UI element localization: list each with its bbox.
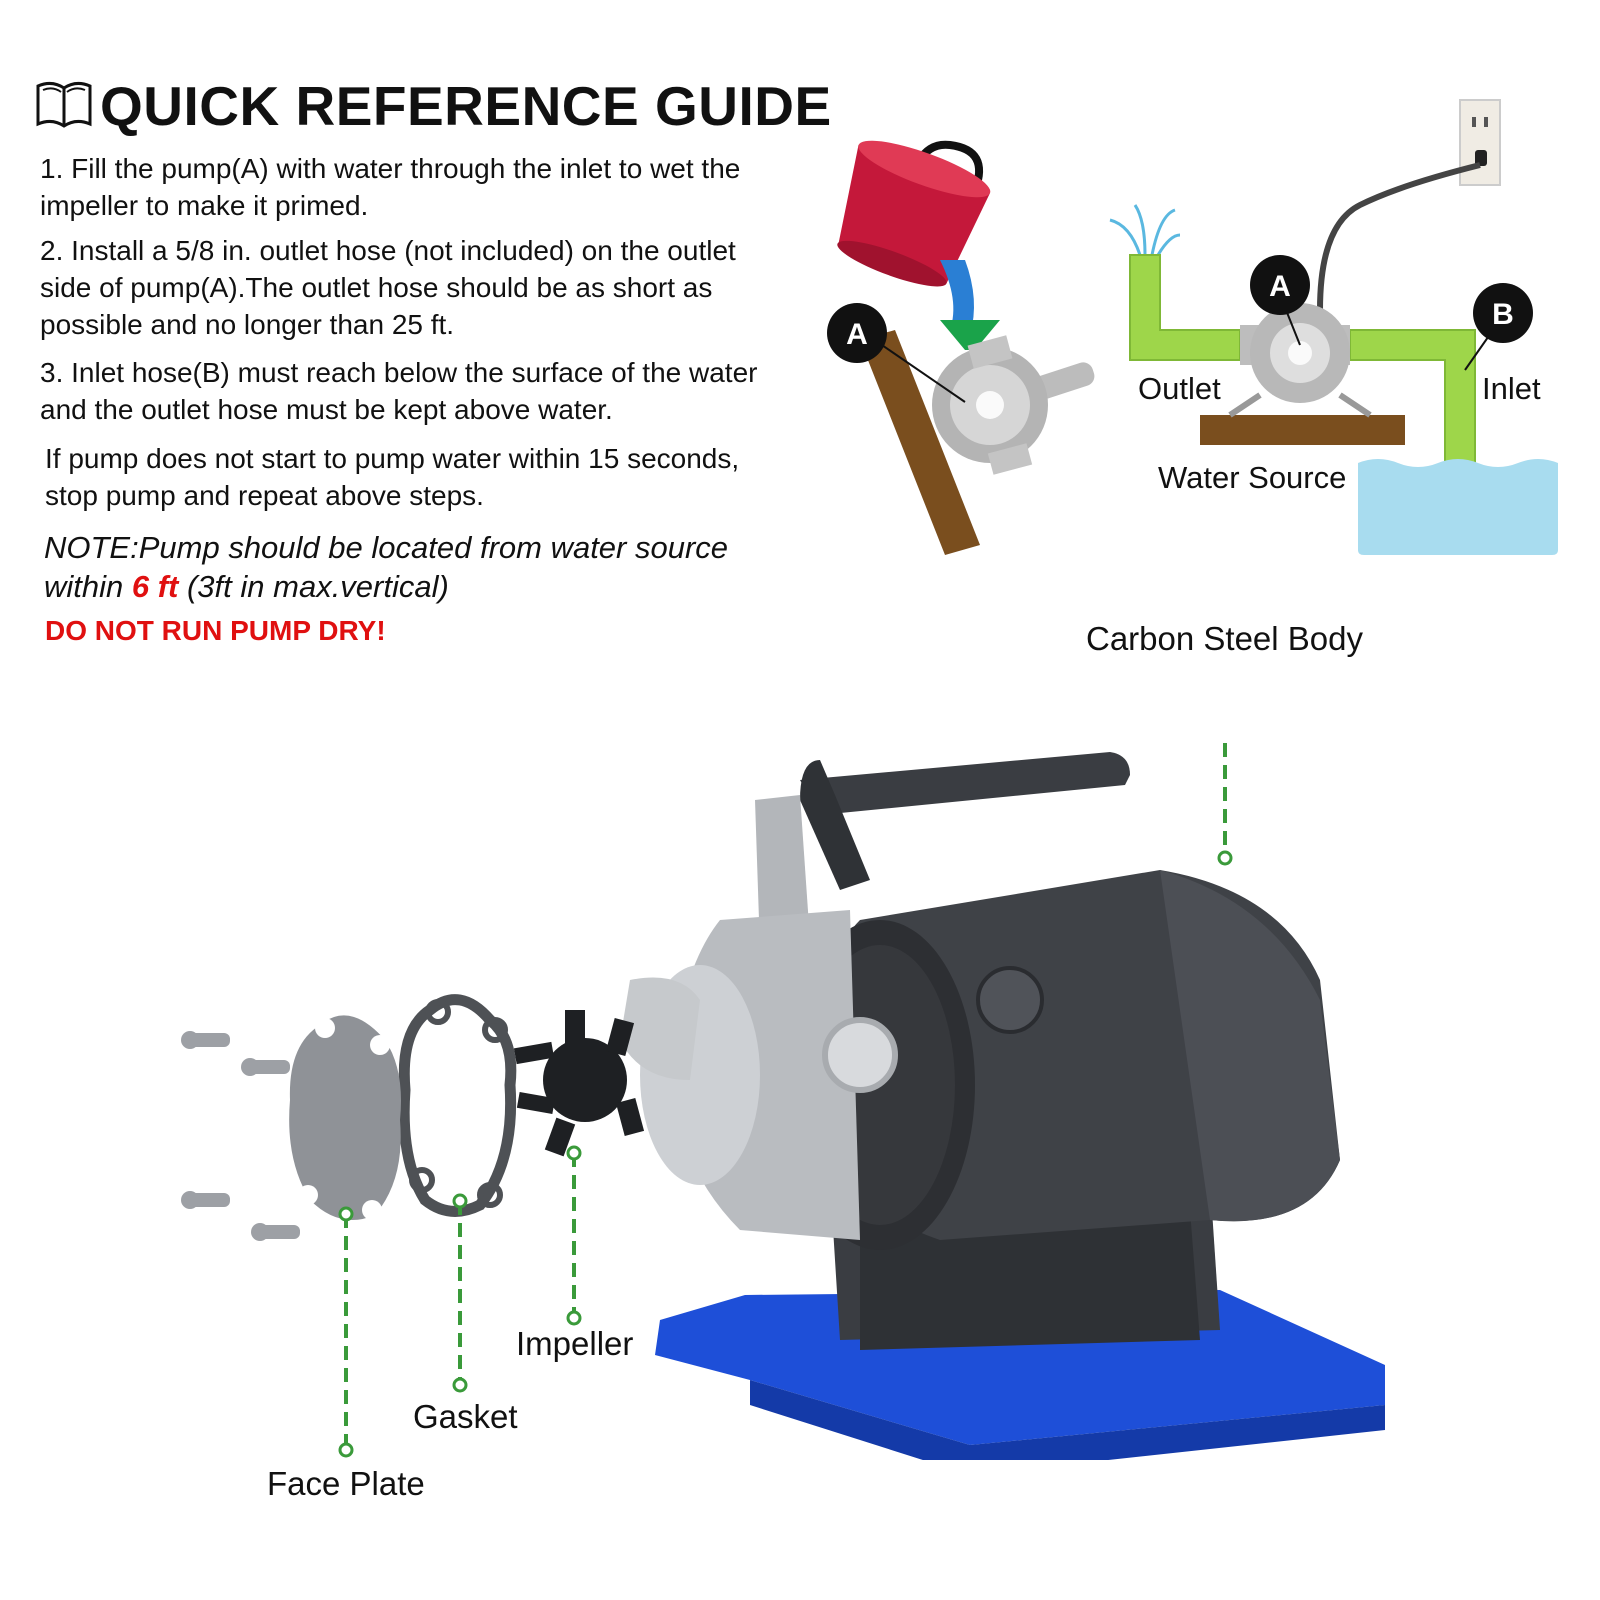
outlet-hose <box>1129 254 1241 361</box>
step-3: 3. Inlet hose(B) must reach below the su… <box>40 354 830 428</box>
mount-board <box>860 330 980 555</box>
power-cord <box>1317 162 1481 311</box>
step-1: 1. Fill the pump(A) with water through t… <box>40 150 820 224</box>
wall-outlet-icon <box>1459 99 1501 186</box>
splash-icon <box>1109 204 1181 256</box>
priming-diagram: A <box>827 140 1095 555</box>
note-line-2: within 6 ft (3ft in max.vertical) <box>44 567 728 606</box>
step-3-line-2: and the outlet hose must be kept above w… <box>40 394 613 425</box>
step-3-line-1: 3. Inlet hose(B) must reach below the su… <box>40 357 758 388</box>
step-2: 2. Install a 5/8 in. outlet hose (not in… <box>40 232 820 343</box>
distance-note: NOTE:Pump should be located from water s… <box>44 528 728 606</box>
face-plate-part <box>289 1015 401 1220</box>
pump-housing <box>620 910 898 1240</box>
leader-endpoints <box>338 850 1233 1458</box>
face-plate-label: Face Plate <box>267 1465 425 1502</box>
carry-handle <box>755 752 1130 950</box>
pump-head-side-view <box>932 335 1095 475</box>
step-1-line-2: impeller to make it primed. <box>40 190 369 221</box>
dry-run-warning: DO NOT RUN PUMP DRY! <box>45 615 386 646</box>
outlet-label: Outlet <box>1138 371 1221 406</box>
step-1-line-1: 1. Fill the pump(A) with water through t… <box>40 153 741 184</box>
gasket-label: Gasket <box>413 1398 518 1435</box>
retry-line-2: stop pump and repeat above steps. <box>45 480 484 511</box>
badge-a-setup-text: A <box>1269 270 1291 303</box>
inlet-label: Inlet <box>1482 371 1541 406</box>
retry-instructions: If pump does not start to pump water wit… <box>45 440 835 514</box>
step-2-line-2: side of pump(A).The outlet hose should b… <box>40 272 713 303</box>
bucket-icon <box>837 140 991 287</box>
step-2-line-3: possible and no longer than 25 ft. <box>40 309 455 340</box>
setup-diagram: A B Outlet Inlet Water Source <box>1109 99 1558 555</box>
water-source-label: Water Source <box>1158 460 1346 495</box>
step-2-line-1: 2. Install a 5/8 in. outlet hose (not in… <box>40 235 736 266</box>
pump-badge-a-priming: A <box>827 303 887 363</box>
part-leader-lines <box>344 740 1227 1450</box>
note-suffix: (3ft in max.vertical) <box>178 569 449 604</box>
impeller-part <box>513 1010 645 1157</box>
carbon-steel-body-label: Carbon Steel Body <box>1086 620 1364 657</box>
impeller-label: Impeller <box>516 1325 634 1362</box>
pump-board <box>1200 415 1405 445</box>
inlet-badge-b: B <box>1473 283 1533 343</box>
water-stream <box>940 260 974 335</box>
water-source-tank <box>1358 459 1558 555</box>
badge-a-text: A <box>846 318 868 351</box>
exploded-pump-diagram <box>181 740 1385 1460</box>
note-prefix: within <box>44 569 132 604</box>
book-icon <box>34 76 94 130</box>
pump-badge-a-setup: A <box>1250 255 1310 315</box>
page-title: QUICK REFERENCE GUIDE <box>100 75 832 137</box>
funnel-icon <box>940 320 1000 350</box>
note-distance-highlight: 6 ft <box>131 569 179 604</box>
note-line-1: NOTE:Pump should be located from water s… <box>44 530 729 565</box>
screw-icon <box>181 1031 300 1241</box>
pump-front-view <box>1228 303 1372 418</box>
badge-b-text: B <box>1492 298 1514 331</box>
gasket-part <box>398 994 517 1217</box>
retry-line-1: If pump does not start to pump water wit… <box>45 443 740 474</box>
